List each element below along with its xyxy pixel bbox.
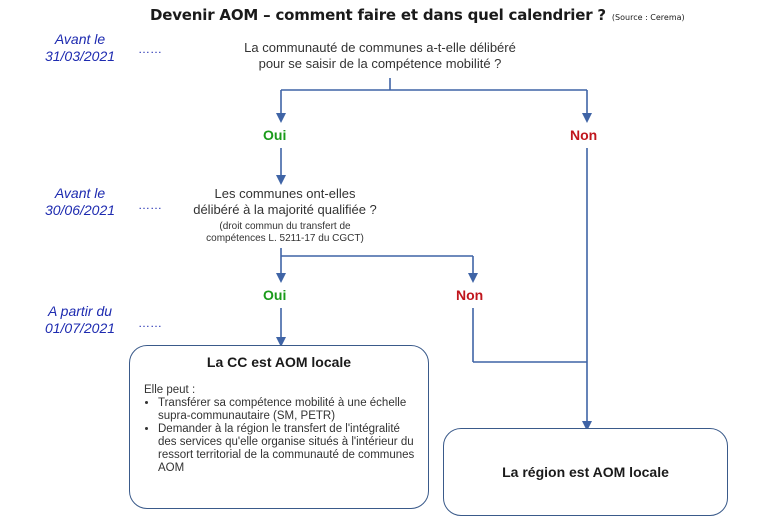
date-3-line-1: A partir du — [47, 303, 113, 319]
box-region-title: La région est AOM locale — [502, 464, 669, 480]
question-2-note-line-1: (droit commun du transfert de — [219, 221, 351, 232]
box-cc-intro: Elle peut : — [144, 384, 196, 396]
date-1-dots: …… — [138, 42, 162, 56]
date-3-line-2: 01/07/2021 — [44, 320, 116, 336]
list-item: Demander à la région le transfert de l'i… — [158, 423, 418, 475]
box-region-aom: La région est AOM locale — [443, 428, 728, 516]
box-cc-title: La CC est AOM locale — [206, 354, 352, 370]
box-cc-aom: La CC est AOM locale Elle peut : Transfé… — [129, 345, 429, 509]
date-2-line-1: Avant le — [54, 185, 106, 201]
date-2-dots: …… — [138, 198, 162, 212]
page-title: Devenir AOM – comment faire et dans quel… — [150, 6, 685, 24]
date-label-1: Avant le 31/03/2021 — [30, 31, 130, 65]
question-2-note: (droit commun du transfert de compétence… — [170, 221, 400, 245]
title-text: Devenir AOM – comment faire et dans quel… — [150, 6, 606, 24]
date-1-line-1: Avant le — [54, 31, 106, 47]
question-2-line-1: Les communes ont-elles — [214, 186, 356, 201]
answer-oui-1: Oui — [263, 127, 287, 143]
date-1-line-2: 31/03/2021 — [44, 48, 116, 64]
answer-non-1: Non — [570, 127, 598, 143]
question-2: Les communes ont-elles délibéré à la maj… — [160, 186, 410, 218]
question-1: La communauté de communes a-t-elle délib… — [195, 40, 565, 72]
question-1-line-2: pour se saisir de la compétence mobilité… — [258, 56, 502, 71]
date-label-3: A partir du 01/07/2021 — [30, 303, 130, 337]
answer-non-2: Non — [456, 287, 484, 303]
box-cc-body: Elle peut : Transférer sa compétence mob… — [144, 384, 418, 475]
question-1-line-1: La communauté de communes a-t-elle délib… — [244, 40, 516, 55]
box-cc-list: Transférer sa compétence mobilité à une … — [144, 397, 418, 475]
date-label-2: Avant le 30/06/2021 — [30, 185, 130, 219]
title-source: (Source : Cerema) — [611, 13, 685, 22]
answer-oui-2: Oui — [263, 287, 287, 303]
date-2-line-2: 30/06/2021 — [44, 202, 116, 218]
list-item: Transférer sa compétence mobilité à une … — [158, 397, 418, 423]
question-2-note-line-2: compétences L. 5211-17 du CGCT) — [206, 233, 364, 244]
question-2-line-2: délibéré à la majorité qualifiée ? — [193, 202, 377, 217]
date-3-dots: …… — [138, 316, 162, 330]
